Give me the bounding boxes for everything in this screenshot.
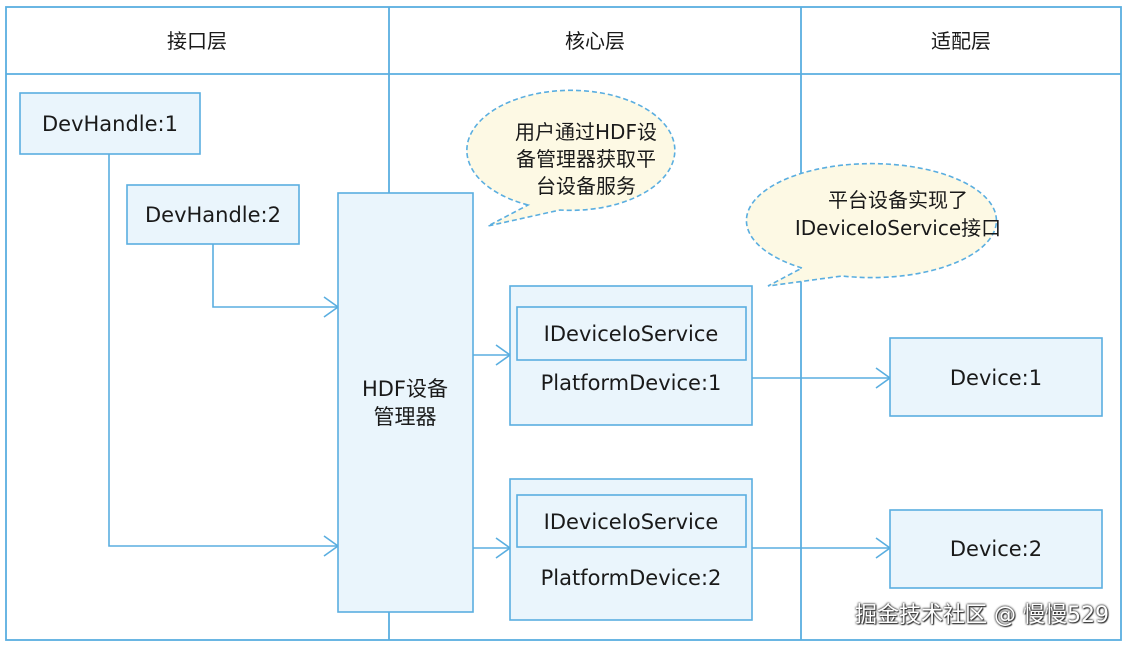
connector-devhandle2-to-hdf [212, 244, 338, 307]
hdf-bubble-line2: 备管理器获取平 [516, 147, 656, 171]
ideviceioservice1-label: IDeviceIoService [544, 322, 719, 346]
devhandle2-box [126, 184, 300, 245]
header-adapter-layer: 适配层 [931, 29, 991, 53]
devhandle1-box [19, 92, 201, 155]
hdf-bubble-line3: 台设备服务 [536, 174, 636, 198]
device1-box [889, 337, 1103, 417]
hdf-device-manager-label-line2: 管理器 [374, 405, 437, 429]
platform-bubble-line2: IDeviceIoService接口 [795, 216, 1001, 240]
header-core-layer: 核心层 [565, 29, 625, 53]
diagram-frame [5, 6, 1122, 641]
platformdevice2-label: PlatformDevice:2 [541, 566, 722, 590]
device2-label: Device:2 [950, 537, 1042, 561]
device1-label: Device:1 [950, 366, 1042, 390]
platform-bubble-line1: 平台设备实现了 [828, 188, 968, 212]
devhandle1-label: DevHandle:1 [42, 112, 178, 136]
hdf-speech-bubble [466, 89, 676, 227]
ideviceioservice1-box [516, 306, 747, 361]
hdf-device-manager-box [337, 192, 474, 613]
watermark: 掘金技术社区 @ 慢慢529 [855, 603, 1109, 628]
platformdevice1-label: PlatformDevice:1 [541, 371, 722, 395]
connector-devhandle1-to-hdf [108, 154, 338, 546]
hdf-bubble-line1: 用户通过HDF设 [515, 120, 657, 144]
hdf-device-manager-label-line1: HDF设备 [362, 377, 448, 401]
header-interface-layer: 接口层 [167, 29, 227, 53]
devhandle2-label: DevHandle:2 [145, 203, 281, 227]
ideviceioservice2-box [516, 494, 747, 548]
ideviceioservice2-label: IDeviceIoService [544, 510, 719, 534]
device2-box [889, 509, 1103, 589]
platform-speech-bubble [745, 162, 998, 287]
